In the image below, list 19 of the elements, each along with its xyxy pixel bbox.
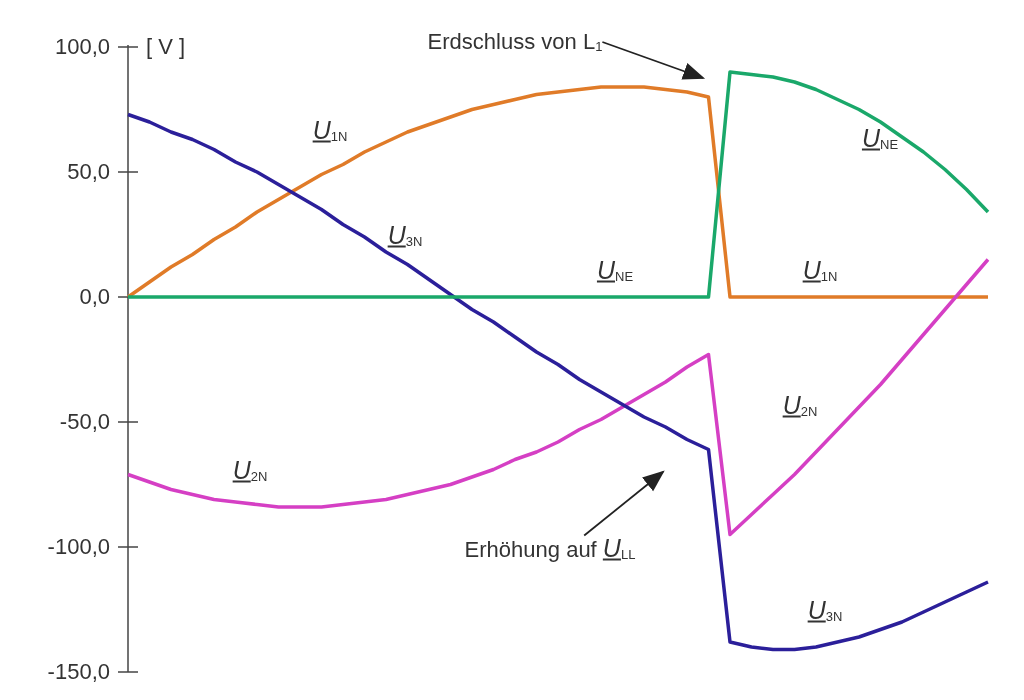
- tick-label: -150,0: [46, 661, 110, 683]
- annotation-text: Erdschluss von L$_{1}$: [427, 31, 603, 53]
- curve-label: U$_{1N}$: [802, 257, 838, 283]
- curve-label: U$_{2N}$: [232, 457, 268, 483]
- curve-label: U$_{NE}$: [861, 125, 899, 151]
- tick-label: 0,0: [78, 286, 110, 308]
- tick-label: -50,0: [58, 411, 110, 433]
- curve-label: U$_{3N}$: [387, 222, 423, 248]
- curve-label: U$_{3N}$: [807, 597, 843, 623]
- tick-label: -100,0: [46, 536, 110, 558]
- curve-label: U$_{1N}$: [312, 117, 348, 143]
- annotation-arrow: [601, 41, 706, 80]
- tick-label: 100,0: [53, 36, 110, 58]
- curve-label: U$_{2N}$: [782, 392, 818, 418]
- annotation-text: Erhöhung auf U$_{LL}$: [464, 535, 636, 561]
- tick-label: 50,0: [66, 161, 110, 183]
- axis-unit-label: [ V ]: [146, 36, 186, 58]
- annotation-arrow: [583, 470, 665, 537]
- curve-label: U$_{NE}$: [596, 257, 634, 283]
